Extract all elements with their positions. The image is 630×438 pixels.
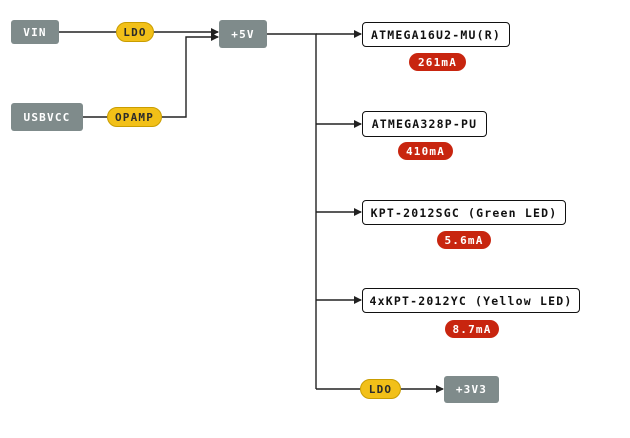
rail-5v: +5V — [219, 20, 267, 48]
load-name: ATMEGA16U2-MU(R) — [371, 27, 501, 42]
load-yellow-led: 4xKPT-2012YC (Yellow LED) — [362, 288, 580, 313]
load-atmega328p: ATMEGA328P-PU — [362, 111, 487, 137]
current-badge-green-led: 5.6mA — [437, 231, 491, 249]
load-name: KPT-2012SGC (Green LED) — [370, 205, 558, 220]
current-badge-atmega328p: 410mA — [398, 142, 453, 160]
current-value: 261mA — [417, 55, 458, 69]
ldo-regulator-bottom: LDO — [360, 379, 401, 399]
load-green-led: KPT-2012SGC (Green LED) — [362, 200, 566, 225]
opamp-regulator: OPAMP — [107, 107, 162, 127]
rail-5v-label: +5V — [231, 27, 255, 41]
ldo-regulator-top: LDO — [116, 22, 154, 42]
load-atmega16u2: ATMEGA16U2-MU(R) — [362, 22, 510, 47]
vin-label: VIN — [23, 25, 47, 39]
wire-5v-trunk — [267, 33, 317, 389]
load-name: 4xKPT-2012YC (Yellow LED) — [369, 293, 573, 308]
rail-3v3-label: +3V3 — [455, 383, 488, 396]
ldo-top-label: LDO — [123, 25, 147, 39]
usbvcc-source: USBVCC — [11, 103, 83, 131]
opamp-label: OPAMP — [114, 110, 155, 124]
ldo-bottom-label: LDO — [368, 382, 393, 396]
current-badge-atmega16u2: 261mA — [409, 53, 466, 71]
current-value: 5.6mA — [444, 233, 484, 247]
current-badge-yellow-led: 8.7mA — [445, 320, 499, 338]
rail-3v3: +3V3 — [444, 376, 499, 403]
current-value: 8.7mA — [452, 322, 492, 336]
wire-opamp-5v — [162, 33, 219, 118]
load-name: ATMEGA328P-PU — [371, 117, 478, 131]
current-value: 410mA — [405, 144, 446, 158]
vin-source: VIN — [11, 20, 59, 44]
usbvcc-label: USBVCC — [23, 110, 71, 124]
